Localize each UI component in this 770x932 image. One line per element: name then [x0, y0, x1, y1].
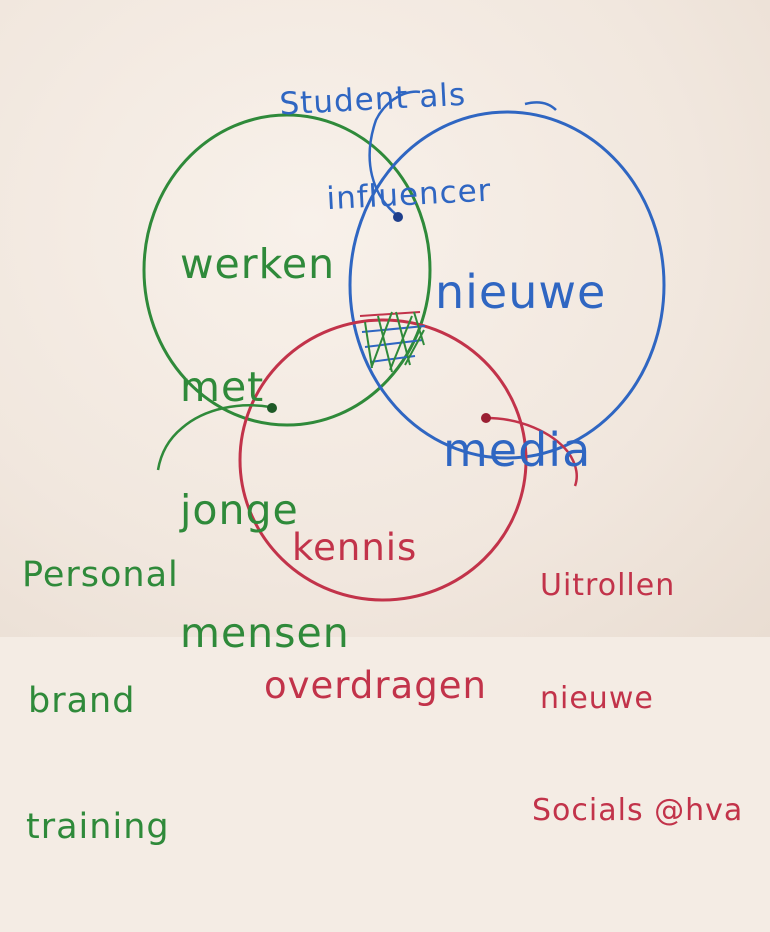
- red-label-line-1: kennis: [292, 525, 418, 569]
- blue-label-line-1: nieuwe: [435, 264, 607, 319]
- red-circle-label: kennis overdragen: [264, 432, 487, 802]
- intersection-hatching: [359, 311, 426, 373]
- right-connector-dot: [481, 413, 491, 423]
- left-connector-dot: [267, 403, 277, 413]
- top-connector: [368, 90, 557, 217]
- annotation-right-line-1: Uitrollen: [540, 568, 676, 603]
- red-label-line-2: overdragen: [264, 664, 487, 708]
- green-label-line-3: jonge: [180, 486, 299, 534]
- annotation-right-line-2: nieuwe: [540, 680, 654, 716]
- annotation-left-line-1: Personal: [22, 555, 179, 595]
- annotation-top-line-1: Student als: [278, 76, 467, 123]
- venn-diagram: Student als influencer werken met jonge …: [0, 0, 770, 847]
- green-label-line-2: met: [180, 363, 265, 411]
- red-circle: [238, 318, 528, 602]
- top-connector-dot: [393, 212, 403, 222]
- blue-circle-label: nieuwe media: [435, 160, 606, 583]
- right-connector: [485, 416, 578, 487]
- annotation-left-line-3: training: [26, 807, 170, 847]
- venn-drawing: [142, 90, 666, 602]
- blue-label-line-2: media: [443, 423, 592, 478]
- left-connector: [156, 404, 271, 471]
- annotation-right: Uitrollen nieuwe Socials @hva: [518, 492, 743, 905]
- green-label-line-1: werken: [180, 240, 336, 288]
- annotation-right-line-3: Socials @hva: [532, 793, 744, 828]
- annotation-left: Personal brand training: [22, 470, 179, 932]
- green-circle: [142, 113, 432, 427]
- blue-circle: [348, 110, 666, 460]
- annotation-left-line-2: brand: [28, 681, 136, 721]
